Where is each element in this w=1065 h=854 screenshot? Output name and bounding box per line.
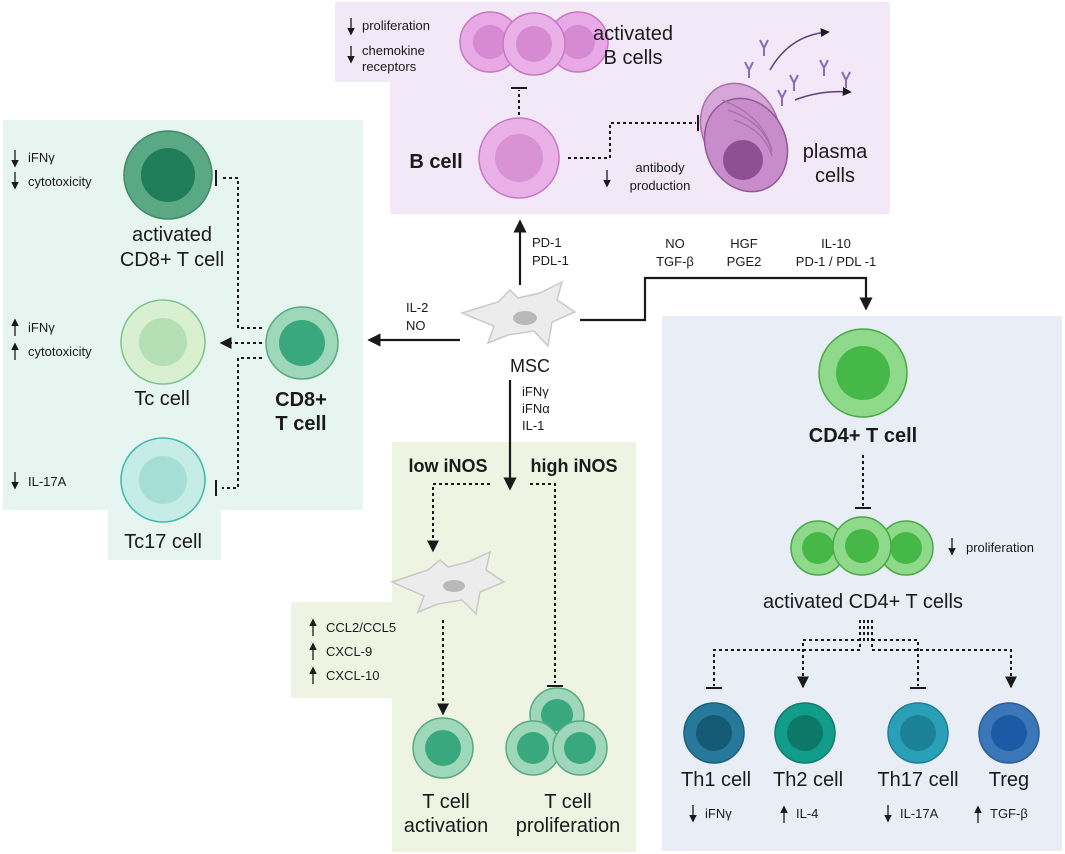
msc-label: MSC [510,356,550,376]
plasma-cells-icon [699,28,852,193]
t-cell-activation-icon [412,717,474,779]
th17-cell-icon [887,702,949,764]
th1-mark: iFNγ [705,806,732,821]
tc17-il-label: IL-17A [28,474,67,489]
activated-b-label-2: B cells [604,47,663,69]
inos-panel [392,442,636,852]
cd4-label: CD4+ T cell [809,425,917,447]
arrow-up-label-1: PD-1 [532,235,562,250]
tc-ifn-label: iFNγ [28,320,55,335]
cxcl9-label: CXCL-9 [326,644,372,659]
arrow-right-label-b2: PGE2 [727,254,762,269]
th2-cell-icon [774,702,836,764]
arrow-down-label-3: IL-1 [522,418,544,433]
ccl-label: CCL2/CCL5 [326,620,396,635]
cd8-label-2: T cell [275,413,326,435]
treg-cell-icon [978,702,1040,764]
tc17-cell-icon [120,437,206,523]
b-cell-label: B cell [409,151,462,173]
th1-label: Th1 cell [681,769,751,791]
tc17-cell-label: Tc17 cell [124,531,202,553]
cd8-label-1: CD8+ [275,389,327,411]
activated-cd8-label-2: CD8+ T cell [120,249,224,271]
cd4-t-cell-icon [818,328,908,418]
inos-branch-lines [427,483,563,716]
msc-small-icon [389,550,506,616]
arrow-up-label-2: PDL-1 [532,253,569,268]
high-inos-label: high iNOS [531,456,618,476]
tc-cell-label: Tc cell [134,388,190,410]
tc-cell-icon [120,299,206,385]
b-down-chemokine-1: chemokine [362,43,425,58]
inhibition-b-to-activated [511,87,527,115]
cd4-down-prolif: proliferation [966,540,1034,555]
tc-cyto-label: cytotoxicity [28,344,92,359]
activated-b-label-1: activated [593,23,673,45]
activated-cd8-label-1: activated [132,224,212,246]
b-cell-icon [478,117,560,199]
activated-cd4-label: activated CD4+ T cells [763,591,963,613]
th17-label: Th17 cell [877,769,958,791]
activation-label-1: T cell [422,791,469,813]
treg-mark: TGF-β [990,806,1028,821]
inhibition-b-to-plasma [568,115,699,159]
arrow-right-label-b1: HGF [730,236,758,251]
arrow-right-label-a2: TGF-β [656,254,694,269]
b-down-chemokine-2: receptors [362,59,417,74]
prolif-label-1: T cell [544,791,591,813]
arrow-down-label-1: iFNγ [522,384,549,399]
prolif-label-2: proliferation [516,815,621,837]
cd8-t-cell-icon [265,306,339,380]
antibody-label-1: antibody [635,160,685,175]
th2-mark: IL-4 [796,806,818,821]
msc-icon [459,280,577,348]
b-down-proliferation: proliferation [362,18,430,33]
plasma-label-1: plasma [803,141,868,163]
activated-cd4-icon [790,516,934,576]
activated-b-cells-icon [459,11,609,76]
th1-cell-icon [683,702,745,764]
th17-mark: IL-17A [900,806,939,821]
treg-label: Treg [989,769,1029,791]
act-cyto-label: cytotoxicity [28,174,92,189]
arrow-left-label-2: NO [406,318,426,333]
arrow-left-label-1: IL-2 [406,300,428,315]
arrow-down-label-2: iFNα [522,401,550,416]
low-inos-label: low iNOS [408,456,487,476]
plasma-label-2: cells [815,165,855,187]
act-ifn-label: iFNγ [28,150,55,165]
arrow-right-label-a1: NO [665,236,685,251]
activation-label-2: activation [404,815,489,837]
t-cell-proliferation-icon [505,687,608,776]
cxcl10-label: CXCL-10 [326,668,379,683]
b-cell-panel-top [335,2,395,82]
antibody-label-2: production [630,178,691,193]
th2-label: Th2 cell [773,769,843,791]
activated-cd8-icon [123,130,213,220]
arrow-right-label-c1: IL-10 [821,236,851,251]
arrow-right-label-c2: PD-1 / PDL -1 [796,254,876,269]
cd4-branch-lines [706,620,1017,689]
cd8-branch-lines [215,170,262,496]
inhibition-cd4-to-activated [855,455,871,509]
arrow-to-cd4 [580,276,873,322]
